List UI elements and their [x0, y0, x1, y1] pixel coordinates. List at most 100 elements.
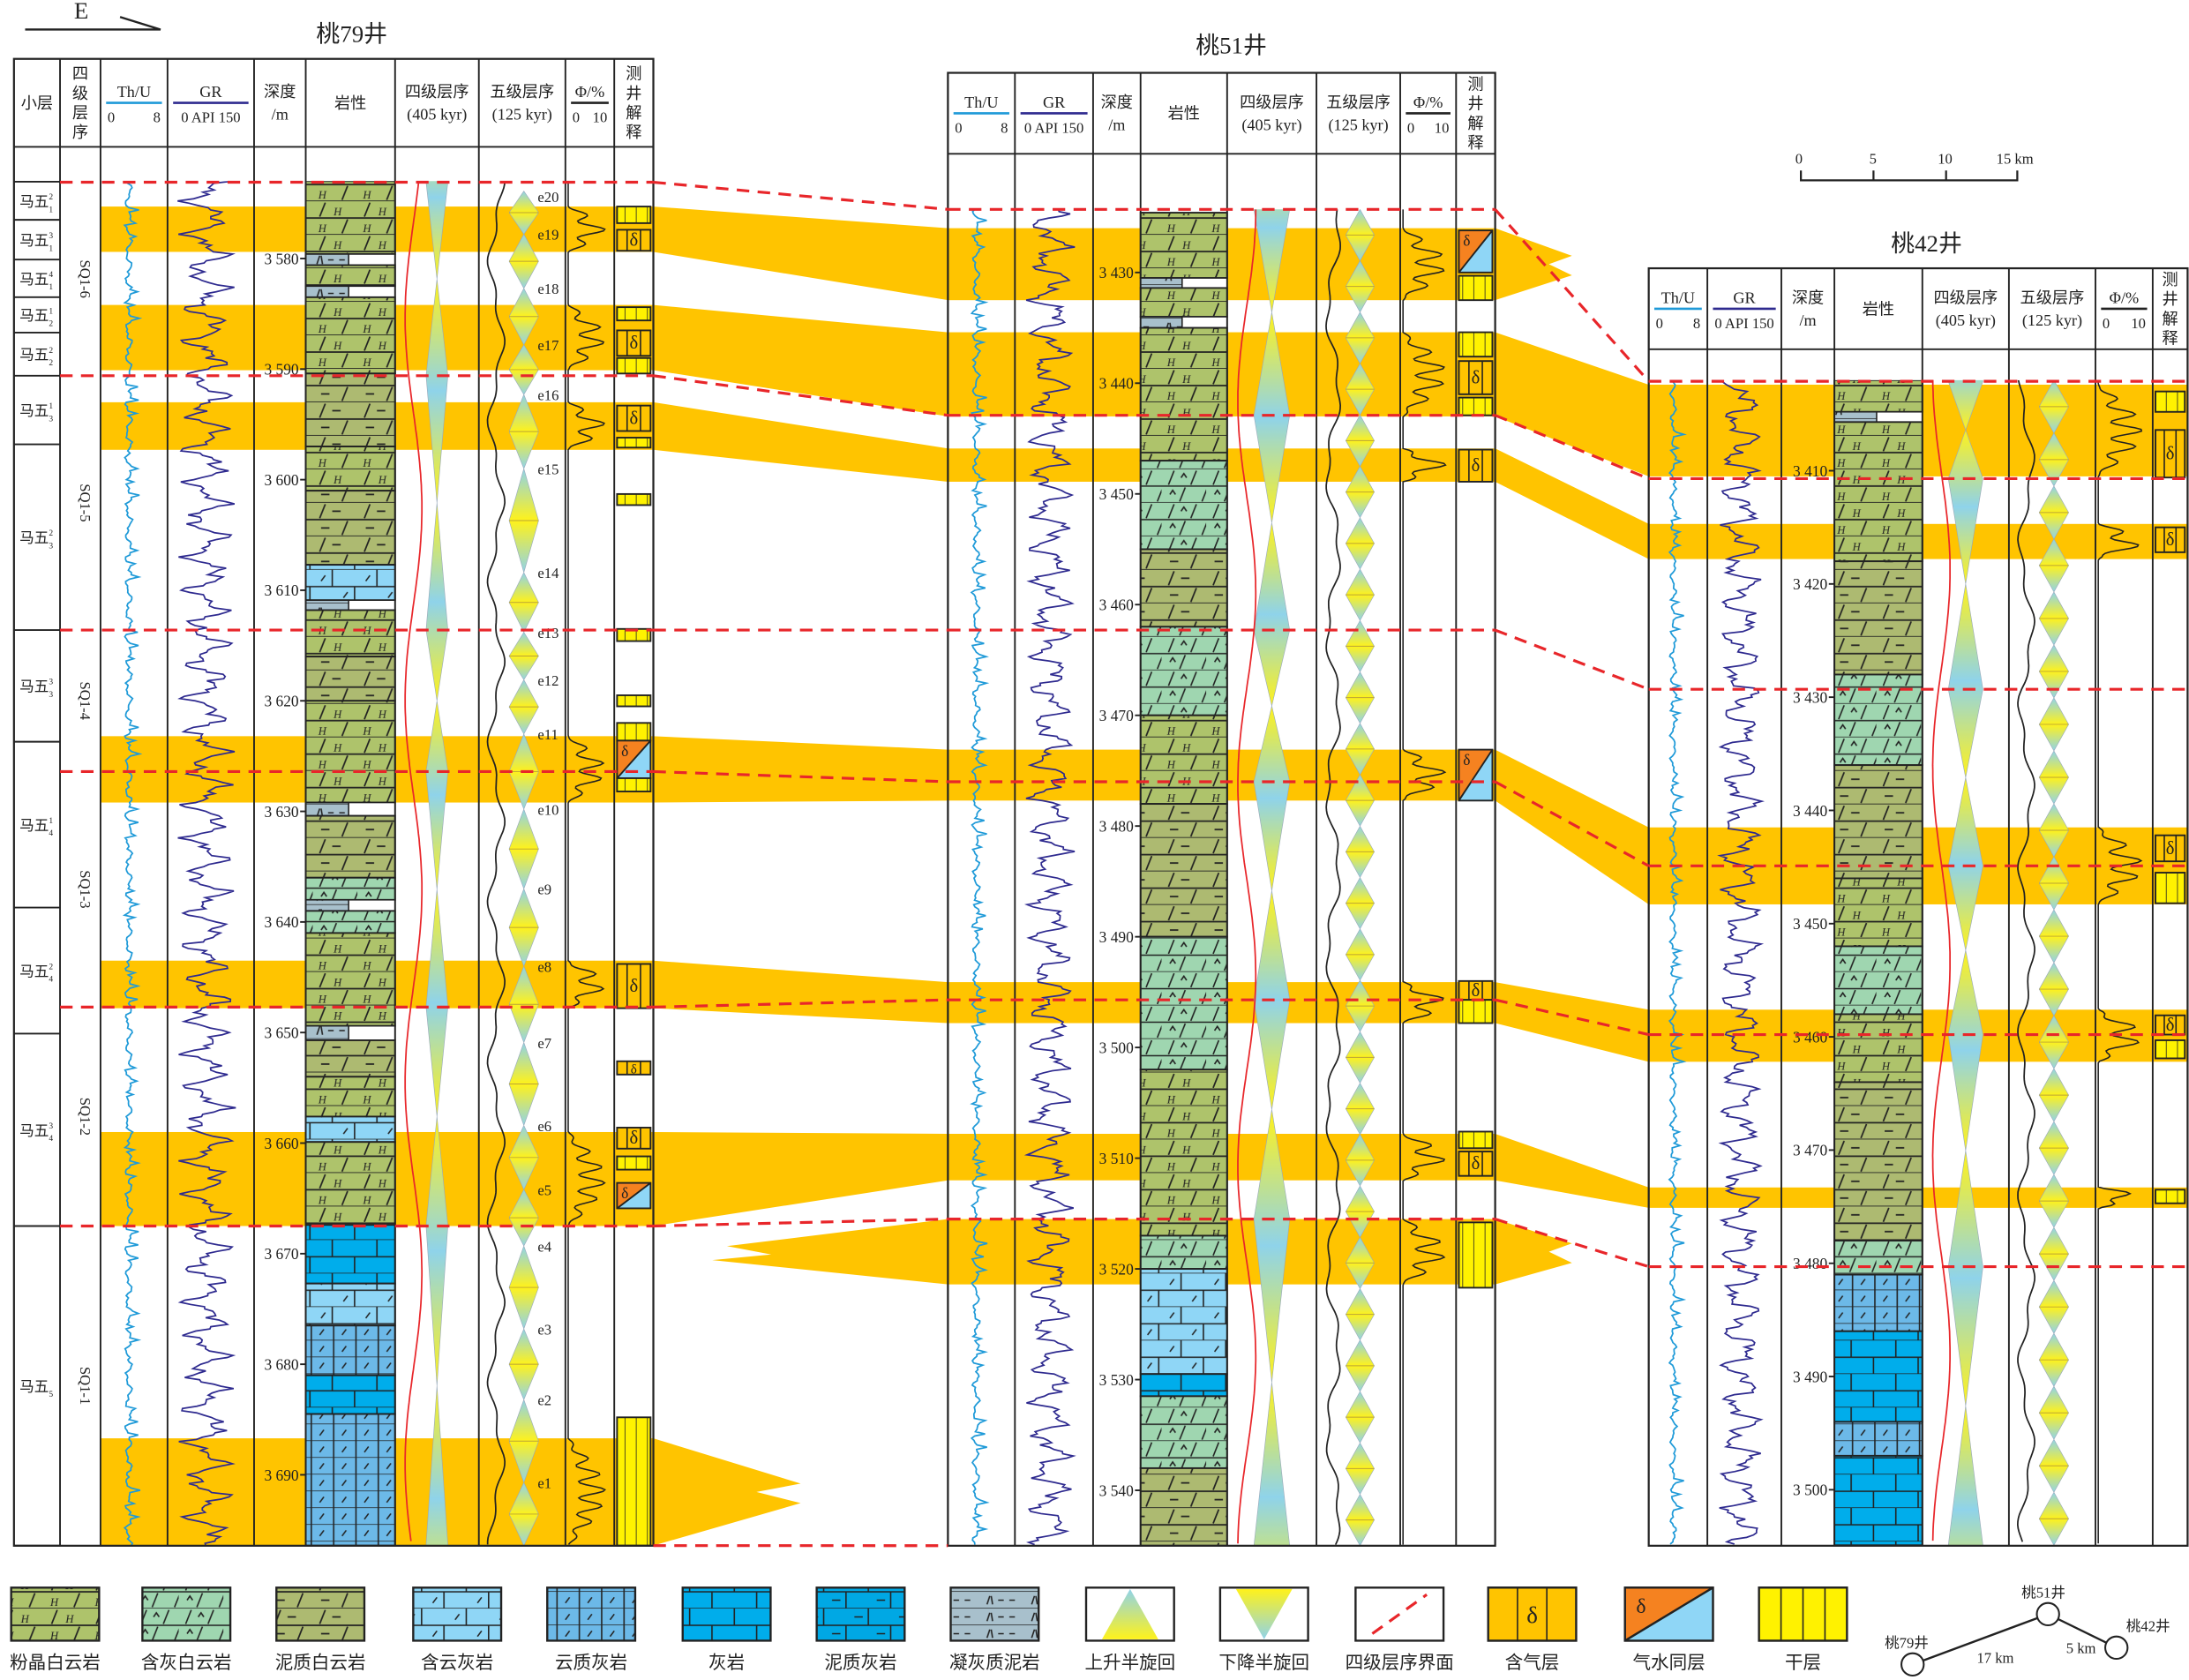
lithology-interval-tuffaceous-mudstone: [1139, 316, 1183, 329]
fifth-order-cycle-label: e7: [537, 1035, 551, 1052]
header-char: 级: [72, 85, 88, 102]
sequence-label: SQ1-2: [77, 1098, 94, 1136]
column-header-cyc5: 五级层序(125 kyr): [2020, 289, 2085, 330]
header-scale-max: 8: [1001, 120, 1008, 137]
sublayer-base: 马五: [19, 347, 49, 364]
interp-gas-layer: [2155, 1014, 2186, 1036]
header-text: /m: [1799, 311, 1816, 329]
sublayer-base: 马五: [19, 402, 49, 419]
well-marker-icon: [1900, 1652, 1925, 1677]
interp-diagonal: [616, 1181, 651, 1210]
gas-symbol-icon: δ: [1472, 368, 1481, 387]
wells-layer: 桃79井e20e19e18e17e16e15e14e13e12e11e10e9e…: [12, 21, 2189, 1547]
scale-bar: 0 5 10 15 km: [1795, 150, 2034, 182]
gas-symbol-icon: δ: [1526, 1601, 1538, 1628]
legend-item-dolomitic_lime: 云质灰岩: [546, 1586, 637, 1673]
gas-symbol-icon: δ: [1472, 1154, 1481, 1174]
interp-dry-layer: [2155, 390, 2186, 413]
gas-symbol-icon: δ: [2166, 530, 2175, 550]
header-text: 岩性: [334, 94, 366, 112]
interp-dry-layer: [616, 722, 652, 742]
porosity-curve: [2097, 379, 2143, 1544]
sublayer-sub: 3: [49, 542, 53, 551]
interp-box: [1458, 748, 1494, 802]
gr-curve: [1023, 209, 1076, 1546]
lithology-interval-silty: [1833, 1013, 1923, 1084]
lithology-interval-argil_dol: [304, 372, 396, 447]
legend-swatch: [141, 1586, 232, 1642]
interp-diagonal: [616, 739, 652, 779]
interp-dry-layer: [1458, 999, 1494, 1024]
sequence-label: SQ1-6: [77, 259, 94, 297]
sequence-boundary-correlation: [1495, 998, 1650, 1037]
scale-label-0: 0: [1795, 150, 1803, 167]
header-scale-max: 10: [1435, 120, 1450, 137]
scale-label-10: 10: [1938, 150, 1953, 167]
rising-half-cycle-icon: [1101, 1588, 1158, 1639]
column-header-depth: 深度/m: [1792, 289, 1824, 329]
column-header-lith: 岩性: [1168, 105, 1200, 123]
sublayer-sub: 4: [49, 829, 53, 838]
lithology-interval-argil_dol: [1139, 548, 1228, 628]
lithology-interval-limy_dol: [304, 910, 396, 934]
legend-label: 粉晶白云岩: [10, 1653, 101, 1673]
sequence-boundary-correlation: [653, 769, 948, 784]
scale-bar-line: [1800, 170, 2019, 182]
dry-layer-lines: [1780, 1587, 1826, 1641]
sublayer-base: 马五: [19, 963, 49, 979]
interp-lines: [1468, 449, 1483, 482]
lithology-interval-silty: [1833, 379, 1923, 413]
fifth-order-cycle-label: e9: [537, 881, 551, 898]
legend-item-dol_lime: 含云灰岩: [412, 1586, 503, 1673]
interp-dry-layer: [616, 306, 652, 322]
depth-label: 3 450: [1099, 485, 1134, 503]
header-text: 四级层序: [405, 83, 469, 101]
header-char: 层: [72, 104, 88, 122]
sequence-boundary-correlation: [653, 998, 948, 1009]
fifth-order-cycle-label: e14: [537, 565, 559, 581]
depth-label: 3 420: [1793, 575, 1827, 593]
lithology-interval-silty: [304, 446, 396, 492]
legend-label: 灰岩: [708, 1653, 745, 1673]
interp-diagonal: [1458, 749, 1494, 801]
lithology-interval-dol_lime: [1139, 1268, 1228, 1376]
map-label-w79: 桃79井: [1885, 1634, 1929, 1651]
lithology-interval-dolomitic_lime: [1833, 1421, 1923, 1457]
sublayer-label: 马五5: [19, 1378, 53, 1399]
sublayer-sub: 2: [49, 359, 53, 368]
sublayer-sub: 4: [49, 1135, 53, 1144]
map-distance-5km: 5 km: [2066, 1640, 2096, 1657]
sequence-boundary-correlation: [1495, 628, 1650, 691]
sequence-label: SQ1-4: [77, 682, 94, 721]
gas-symbol-icon: δ: [2166, 1016, 2175, 1035]
lithology-interval-silty: [304, 296, 396, 375]
legend-item-tuff: 凝灰质泥岩: [949, 1586, 1040, 1673]
lithology-interval-lime: [1833, 1330, 1923, 1423]
lithology-interval-silty: [304, 932, 396, 1027]
legend-swatch: [412, 1586, 503, 1642]
lithology-interval-argil_dol: [1833, 764, 1923, 880]
interp-lines: [2163, 527, 2178, 552]
legend-label: 云质灰岩: [555, 1653, 627, 1673]
gas-symbol-icon: δ: [1636, 1595, 1645, 1618]
sublayer-sup: 1: [49, 402, 53, 411]
column-header-depth: 深度/m: [1101, 94, 1133, 133]
lithology-interval-dol_lime: [304, 1115, 396, 1144]
gas-band-correlation: [653, 206, 948, 301]
depth-label: 3 460: [1099, 596, 1134, 614]
sublayer-sup: 3: [49, 232, 53, 241]
direction-indicator: E: [25, 0, 161, 31]
interp-gas-layer: [2155, 526, 2186, 553]
lithology-interval-argil_dol: [1833, 1081, 1923, 1242]
falling-half-cycle-icon: [1235, 1588, 1293, 1639]
thu-curve: [1668, 379, 1687, 1545]
header-text: 岩性: [1168, 105, 1200, 123]
interp-gas-layer: [616, 404, 652, 432]
header-text: 五级层序: [1326, 94, 1391, 111]
header-text: (405 kyr): [1241, 116, 1301, 134]
depth-label: 3 490: [1793, 1368, 1827, 1385]
